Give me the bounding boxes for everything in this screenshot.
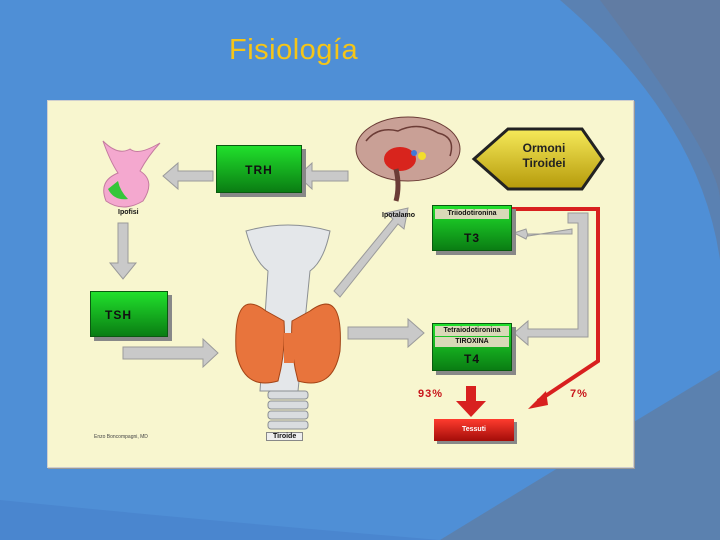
red-arrow-head-7pct (528, 391, 548, 409)
tiroide-label: Tiroide (266, 432, 304, 441)
tessuti-box: Tessuti (434, 419, 514, 441)
red-arrow-93pct (456, 386, 486, 417)
tiroidei-line: Tiroidei (522, 156, 566, 170)
diagram-arrows (102, 116, 605, 430)
red-path-7pct (506, 207, 600, 403)
t3-name: Triiodotironina (435, 209, 509, 219)
tiroide-illustration (235, 224, 341, 430)
t4-subname: TIROXINA (435, 337, 509, 347)
arrow-tiroide-to-t4 (347, 317, 425, 349)
trh-box: TRH (216, 145, 302, 193)
ormoni-tiroidei-badge (471, 127, 605, 191)
t4-box: Tetraiodotironina TIROXINA T4 (432, 323, 512, 371)
arrow-tsh-to-tiroide (122, 337, 219, 369)
arrow-trh-to-ipofisi (162, 161, 214, 191)
arrow-ipofisi-to-tsh (108, 222, 138, 280)
trh-label: TRH (245, 163, 273, 177)
slide-title: Fisiología (229, 34, 359, 66)
ormoni-line: Ormoni (522, 141, 566, 155)
t3-box: Triiodotironina T3 (432, 205, 512, 251)
arrow-loop-head (512, 228, 573, 240)
pct-93: 93% (418, 388, 444, 400)
pct-7: 7% (570, 388, 588, 400)
t4-label: T4 (463, 352, 480, 366)
ipotalamo-illustration (355, 116, 461, 202)
ormoni-tiroidei-label: Ormoni Tiroidei (494, 141, 594, 171)
ipofisi-label: Ipofisi (118, 209, 139, 216)
t4-name: Tetraiodotironina (435, 326, 509, 336)
ipotalamo-label: Ipotalamo (382, 212, 416, 219)
tsh-box: TSH (90, 291, 168, 337)
arrow-ipotalamo-to-trh (297, 161, 349, 191)
arrow-tiroide-to-t3 (333, 207, 409, 298)
t3-label: T3 (463, 231, 480, 245)
credit-text: Enzo Boncompagni, MD (94, 434, 148, 440)
arrow-t4-to-t3-loop (513, 212, 589, 347)
diagram-panel: TRH TSH Triiodotironina T3 Tetraiodotiro… (47, 100, 634, 468)
tsh-label: TSH (105, 308, 132, 322)
ipofisi-illustration (102, 140, 161, 208)
